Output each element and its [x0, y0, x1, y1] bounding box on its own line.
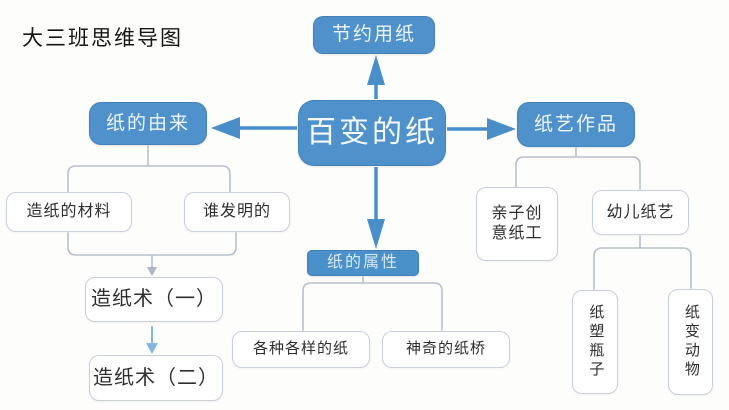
node-central-paper: 百变的纸	[298, 100, 446, 166]
node-kids-paper-art: 幼儿纸艺	[592, 190, 689, 235]
node-parent-child-craft: 亲子创意纸工	[476, 187, 558, 261]
node-papermaking-materials: 造纸的材料	[6, 192, 132, 232]
node-paper-bottle: 纸塑瓶子	[572, 290, 618, 394]
arrow-sequence-head	[146, 343, 158, 354]
node-papermaking-2: 造纸术（二）	[89, 355, 223, 401]
bracket-kids-children	[593, 235, 692, 290]
node-papermaking-1: 造纸术（一）	[85, 277, 223, 322]
node-paper-animal: 纸变动物	[668, 289, 713, 395]
node-paper-origin: 纸的由来	[89, 102, 207, 145]
node-paper-bridge: 神奇的纸桥	[382, 331, 510, 368]
node-paper-art: 纸艺作品	[517, 102, 635, 147]
arrow-up-head	[367, 55, 385, 85]
node-paper-properties: 纸的属性	[307, 250, 419, 276]
bracket-properties-children	[302, 276, 443, 331]
arrow-right-head	[487, 118, 516, 140]
node-who-invented: 谁发明的	[184, 192, 290, 232]
diagram-title: 大三班思维导图	[22, 26, 183, 50]
node-various-paper: 各种各样的纸	[232, 331, 370, 368]
bracket-origin-children	[67, 145, 231, 193]
arrowhead-to-papermaking1	[147, 267, 157, 276]
bracket-converge-papermaking	[67, 232, 237, 269]
node-save-paper: 节约用纸	[313, 16, 435, 54]
bracket-art-children	[515, 147, 641, 190]
arrow-left-head	[211, 117, 240, 139]
arrow-down-head	[367, 219, 385, 249]
